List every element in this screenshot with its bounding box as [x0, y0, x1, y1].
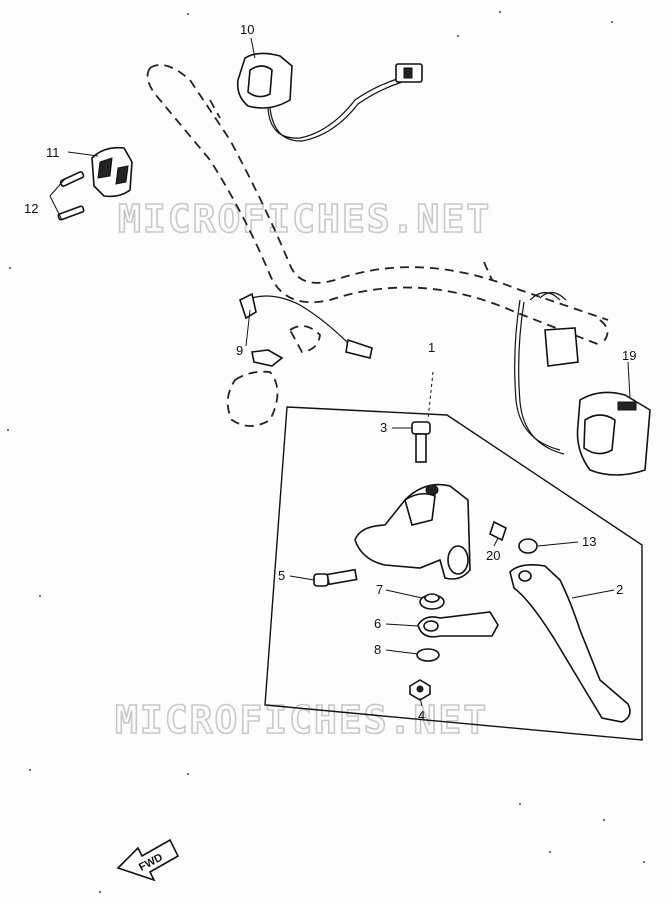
screw-5 — [313, 568, 358, 587]
collar-7 — [419, 593, 445, 610]
scan-specks — [7, 11, 645, 893]
spring-20 — [489, 520, 507, 542]
leader-2 — [571, 589, 615, 599]
callout-4: 4 — [418, 708, 425, 723]
fwd-arrow-icon: FWD — [116, 838, 180, 882]
watermark-top: MICROFICHES.NET — [118, 197, 491, 241]
leader-7 — [385, 589, 423, 599]
callout-19: 13 — [582, 534, 596, 549]
group-frame — [264, 406, 643, 741]
clutch-switch-9 — [226, 292, 373, 427]
leader-11 — [250, 37, 256, 59]
handlebar-outline — [146, 64, 609, 346]
leader-12 — [67, 151, 99, 157]
callout-9: 9 — [236, 343, 243, 358]
callout-11: 10 — [240, 22, 254, 37]
callout-8: 8 — [374, 642, 381, 657]
callout-10: 19 — [622, 348, 636, 363]
callout-7: 7 — [376, 582, 383, 597]
leader-8 — [385, 649, 419, 655]
callout-2: 2 — [616, 582, 623, 597]
lever-bracket — [354, 483, 471, 580]
leader-4 — [419, 697, 423, 707]
housing-12 — [91, 146, 133, 198]
callout-20: 20 — [486, 548, 500, 563]
callout-1: 1 — [428, 340, 435, 355]
lever-2 — [509, 564, 631, 723]
callout-5: 5 — [278, 568, 285, 583]
callout-13: 12 — [24, 201, 38, 216]
screws-13 — [49, 171, 85, 221]
nut-4 — [409, 679, 431, 701]
leader-6 — [385, 623, 419, 627]
callout-12: 11 — [46, 145, 60, 160]
switch-assembly-11 — [236, 52, 423, 142]
leader-20 — [493, 537, 499, 547]
pin-19 — [518, 538, 538, 554]
bolt-3 — [411, 421, 431, 463]
callout-6: 6 — [374, 616, 381, 631]
switch-assembly-10 — [514, 291, 651, 476]
leader-5 — [289, 575, 315, 581]
leader-19 — [537, 541, 579, 547]
callout-3: 3 — [380, 420, 387, 435]
adjuster-plate-6 — [417, 611, 499, 638]
leader-10 — [627, 361, 631, 399]
leader-9 — [245, 309, 251, 347]
washer-8 — [416, 648, 440, 662]
